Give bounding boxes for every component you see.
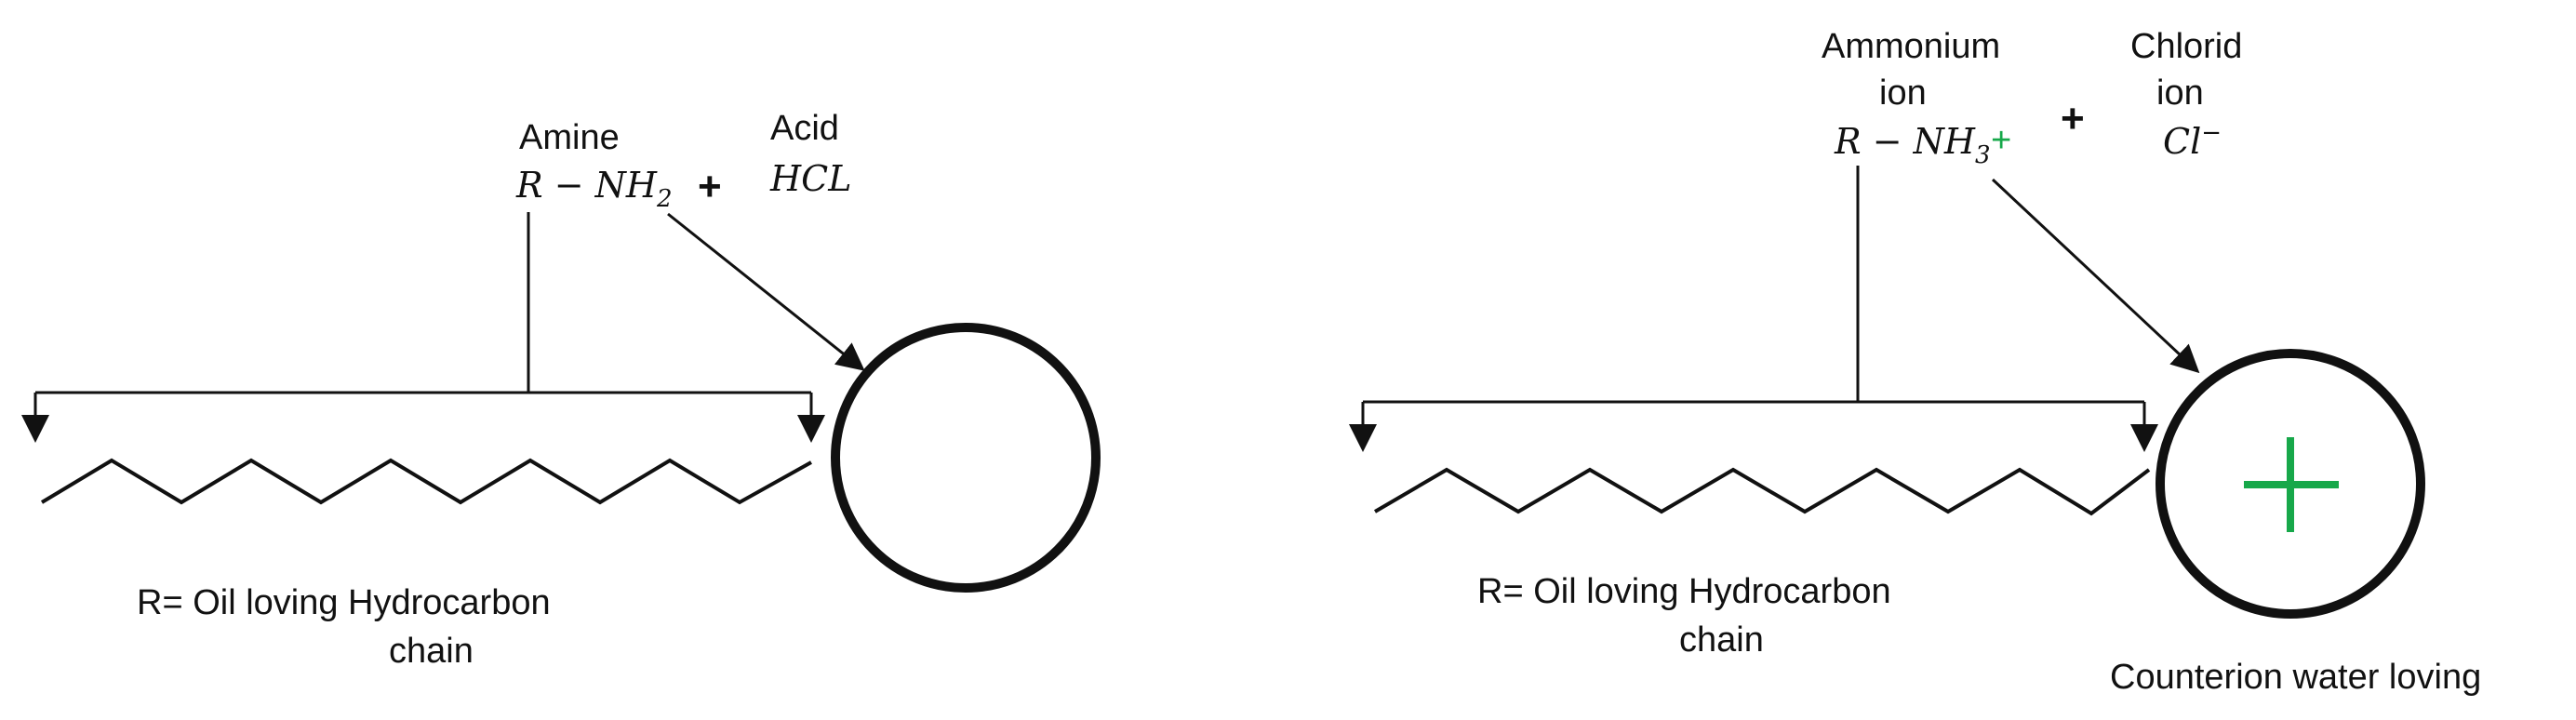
- amine-formula: R − NH2: [515, 165, 673, 213]
- chloride-formula: Cl−: [2163, 119, 2222, 162]
- right-nh3-arrow: [1991, 178, 2200, 374]
- ammonium-formula: R − NH3+: [1834, 121, 2011, 169]
- chloride-label-line2: ion: [2156, 73, 2204, 113]
- right-panel: Ammonium ion R − NH3+ + Chlorid ion Cl− …: [1349, 27, 2481, 697]
- left-hydrocarbon-chain: [40, 458, 812, 505]
- left-panel: Amine R − NH2 + Acid HCL R= Oil loving H…: [21, 109, 1101, 671]
- left-chain-label-line2: chain: [389, 632, 474, 671]
- left-nh2-arrow: [667, 212, 865, 371]
- counterion-label: Counterion water loving: [2110, 658, 2481, 697]
- ammonium-charge: +: [1991, 121, 2011, 160]
- left-plus-sign: +: [698, 164, 722, 209]
- acid-formula: HCL: [769, 158, 851, 199]
- right-chain-label-line2: chain: [1679, 620, 1764, 660]
- amine-formula-sub: 2: [656, 185, 673, 213]
- ammonium-formula-sub: 3: [1975, 141, 1991, 169]
- chloride-label-line1: Chlorid: [2130, 27, 2242, 66]
- ammonium-label-line1: Ammonium: [1822, 27, 2000, 66]
- ammonium-formula-main: R − NH: [1834, 121, 1976, 162]
- amine-label: Amine: [519, 118, 620, 157]
- right-hydrocarbon-chain: [1373, 467, 2151, 516]
- chloride-formula-main: Cl: [2163, 121, 2201, 162]
- left-chain-label-line1: R= Oil loving Hydrocarbon: [137, 583, 551, 622]
- chloride-charge: −: [2201, 119, 2222, 147]
- amine-formula-main: R − NH: [515, 165, 658, 206]
- right-head-group: [2156, 349, 2425, 619]
- right-chain-label-line1: R= Oil loving Hydrocarbon: [1477, 572, 1891, 611]
- acid-label: Acid: [770, 109, 839, 148]
- left-head-group: [831, 323, 1101, 593]
- ammonium-label-line2: ion: [1879, 73, 1927, 113]
- right-plus-sign: +: [2061, 96, 2085, 141]
